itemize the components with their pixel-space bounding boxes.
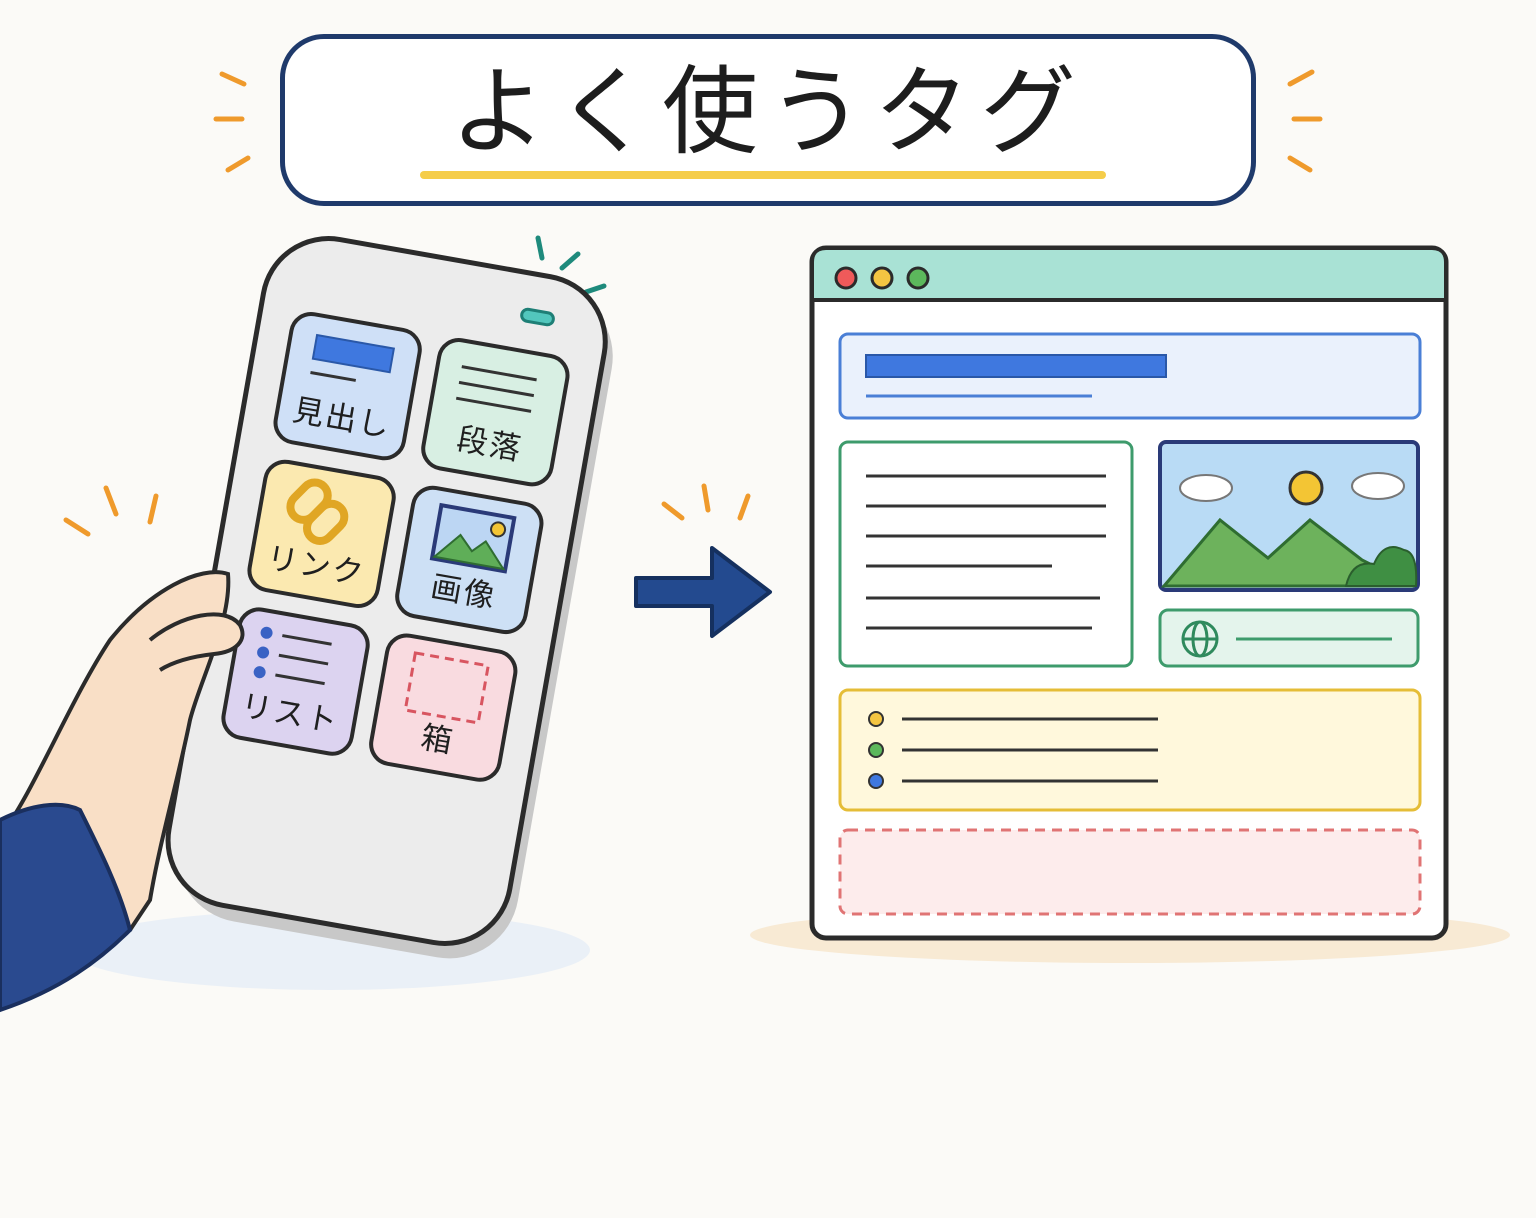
hand-illustration: [0, 570, 245, 1013]
bush-icon: [1344, 546, 1418, 587]
sun-icon: [1288, 470, 1324, 506]
window-close-button[interactable]: [834, 266, 858, 290]
browser-window: [809, 245, 1449, 941]
page-title: よく使うタグ: [450, 55, 1086, 168]
browser-heading-section: [838, 332, 1422, 420]
arrow-icon: [634, 546, 772, 638]
box-icon: [403, 651, 490, 725]
chain-link-icon: [286, 478, 349, 546]
phone-illustration: [0, 236, 613, 1013]
browser-paragraph-section: [838, 440, 1134, 668]
image-icon: [429, 502, 517, 574]
heading-icon: [311, 333, 396, 374]
phone-sensor: [520, 307, 555, 327]
tile-image[interactable]: [394, 485, 545, 636]
tile-list[interactable]: [220, 606, 371, 757]
tile-link[interactable]: [246, 459, 397, 610]
sleeve: [0, 802, 133, 1013]
cloud-icon: [1179, 472, 1405, 502]
title-spark-left: [213, 71, 251, 173]
list-icon: [253, 626, 332, 686]
arrow-spark: [661, 483, 751, 521]
title-underline: [420, 171, 1106, 179]
title-spark-right: [1287, 69, 1323, 173]
window-minimize-button[interactable]: [870, 266, 894, 290]
phone-spark: [535, 235, 607, 295]
paragraph-icon: [455, 365, 537, 413]
tile-box[interactable]: [368, 632, 519, 783]
tile-heading[interactable]: [272, 311, 423, 462]
globe-icon: [1181, 620, 1219, 658]
browser-box-section: [838, 828, 1422, 916]
tile-paragraph[interactable]: [420, 337, 571, 488]
browser-titlebar: [814, 250, 1444, 300]
browser-image-section: [1158, 440, 1420, 592]
browser-link-section: [1158, 608, 1420, 668]
browser-list-section: [838, 688, 1422, 812]
hand-spark: [63, 485, 159, 537]
window-maximize-button[interactable]: [906, 266, 930, 290]
